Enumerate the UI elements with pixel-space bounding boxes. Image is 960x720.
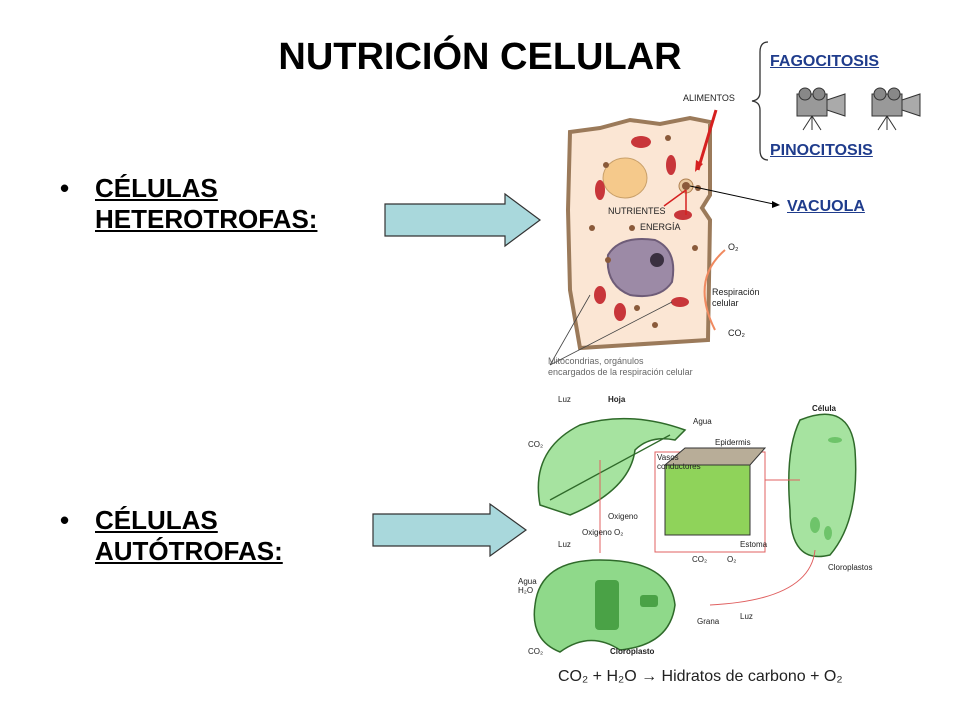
respiracion-label: Respiración xyxy=(712,287,760,297)
h2o-label: H₂O xyxy=(518,586,534,595)
mitochondria-caption: Mitocondrias, orgánulos xyxy=(548,356,644,366)
video-camera-icon[interactable] xyxy=(793,86,851,132)
bullet-marker: • xyxy=(60,173,70,203)
agua-label: Agua xyxy=(518,577,537,586)
grana-label: Grana xyxy=(697,617,720,626)
co2-label: CO₂ xyxy=(692,555,708,564)
heterotroph-cell-diagram: ALIMENTOS NUTRIENTES ENERGÍA O₂ Respirac… xyxy=(540,90,780,390)
bullet-marker: • xyxy=(60,505,70,535)
luz-label: Luz xyxy=(740,612,753,621)
bullet-text: CÉLULAS AUTÓTROFAS: xyxy=(95,505,395,567)
block-arrow-autotrofas xyxy=(372,502,528,558)
o2-label: O₂ xyxy=(727,555,737,564)
oxigeno-label: Oxigeno xyxy=(608,512,638,521)
co2-label: CO₂ xyxy=(728,328,745,338)
photosynthesis-illustration xyxy=(533,413,857,653)
vacuola-label: VACUOLA xyxy=(787,198,865,215)
co2-label: CO₂ xyxy=(528,647,544,656)
page-title: NUTRICIÓN CELULAR xyxy=(0,36,960,79)
photosynthesis-equation: CO₂ + H₂O → Hidratos de carbono + O₂ xyxy=(558,668,843,685)
luz-label: Luz xyxy=(558,540,571,549)
pinocitosis-label: PINOCITOSIS xyxy=(770,142,873,159)
brace-icon xyxy=(751,41,769,161)
celula-label: Célula xyxy=(812,404,837,413)
cloroplasto-label: Cloroplasto xyxy=(610,647,655,656)
o2-label: O₂ xyxy=(728,242,739,252)
nutrientes-label: NUTRIENTES xyxy=(608,206,666,216)
agua-label: Agua xyxy=(693,417,712,426)
bullet-line: CÉLULAS xyxy=(95,505,218,535)
mitochondria-caption: encargados de la respiración celular xyxy=(548,367,693,377)
energia-label: ENERGÍA xyxy=(640,222,681,232)
title-text: NUTRICIÓN CELULAR xyxy=(278,36,682,78)
epidermis-label: Epidermis xyxy=(715,438,751,447)
bullet-line: AUTÓTROFAS: xyxy=(95,536,283,566)
vasos-label: Vasos xyxy=(657,453,679,462)
bullet-text: CÉLULAS HETEROTROFAS: xyxy=(95,173,395,235)
estoma-label: Estoma xyxy=(740,540,768,549)
luz-label: Luz xyxy=(558,395,571,404)
video-camera-icon[interactable] xyxy=(868,86,926,132)
oxigeno-o2-label: Oxigeno O₂ xyxy=(582,528,624,537)
conductores-label: conductores xyxy=(657,462,701,471)
co2-label: CO₂ xyxy=(528,440,544,449)
alimentos-label: ALIMENTOS xyxy=(683,93,735,103)
block-arrow-heterotrofas xyxy=(384,192,542,248)
bullet-line: HETEROTROFAS: xyxy=(95,204,318,234)
fagocitosis-label: FAGOCITOSIS xyxy=(770,53,880,70)
cloroplastos-label: Cloroplastos xyxy=(828,563,873,572)
animal-cell-illustration xyxy=(549,109,780,366)
bullet-line: CÉLULAS xyxy=(95,173,218,203)
photosynthesis-diagram: Luz Hoja Agua CO₂ Oxigeno Epidermis Vaso… xyxy=(510,390,890,700)
celular-label: celular xyxy=(712,298,739,308)
hoja-label: Hoja xyxy=(608,395,626,404)
